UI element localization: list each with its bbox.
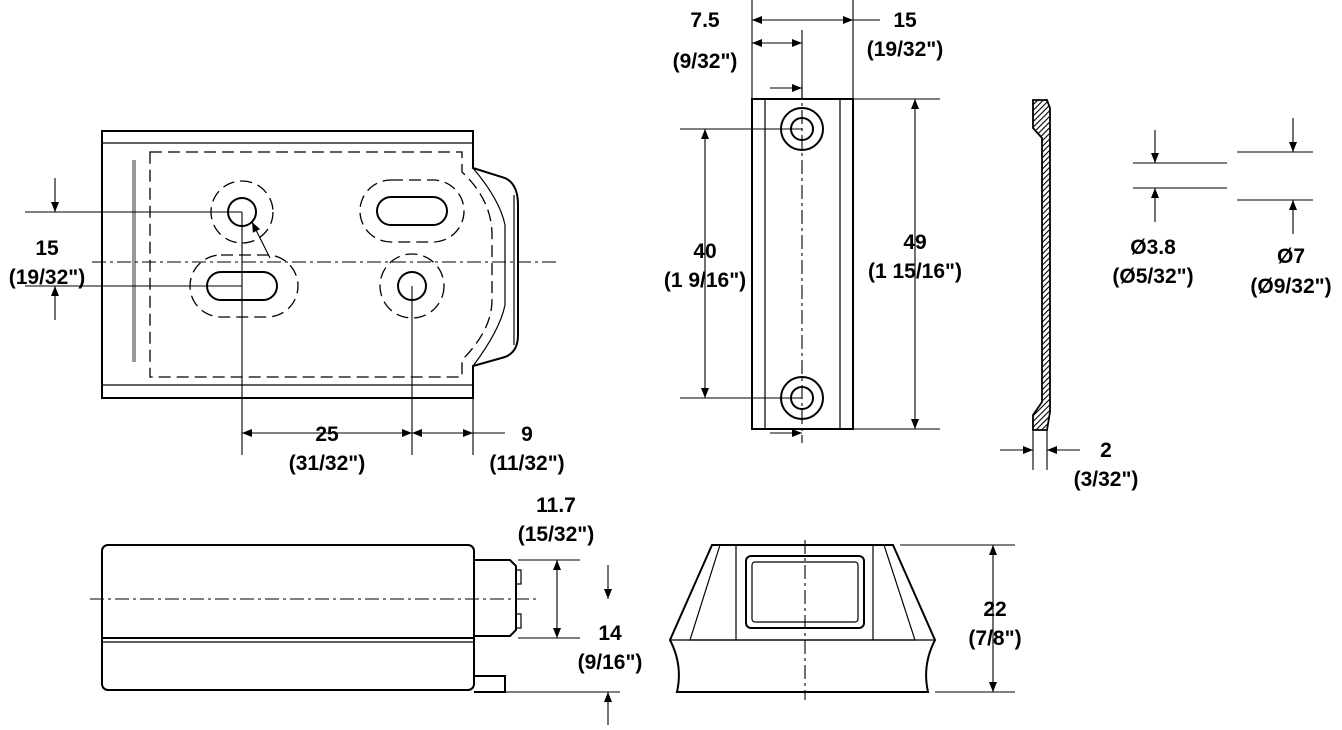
dim-7-5-mm: 7.5 — [690, 9, 720, 32]
dim-15-top-in: (19/32") — [867, 38, 944, 61]
end-view-outline — [668, 544, 937, 693]
top-view-outline — [101, 130, 519, 399]
side-elevation-body — [101, 544, 475, 691]
dim-49-in: (1 15/16") — [868, 260, 962, 283]
dim-7-5-in: (9/32") — [673, 50, 738, 73]
dim-25-in: (31/32") — [289, 452, 366, 475]
dim-2-mm: 2 — [1100, 439, 1112, 462]
top-view-hidden-outline — [149, 151, 493, 378]
side-section-hatched — [1032, 99, 1051, 431]
dim-dia-3-8-in: (Ø5/32") — [1112, 265, 1193, 288]
side-elevation-clip — [515, 613, 522, 629]
hole-diameter-callouts — [1133, 118, 1313, 234]
screw-hole-counterbore — [379, 253, 445, 319]
front-view — [680, 0, 940, 443]
dim-25-mm: 25 — [315, 423, 339, 446]
dim-40-mm: 40 — [693, 240, 716, 263]
leader-arrow — [251, 221, 271, 259]
top-view-tab — [472, 167, 506, 367]
slot-upper-right — [376, 196, 448, 226]
dim-15-top-mm: 15 — [893, 9, 917, 32]
side-elevation — [90, 544, 620, 725]
end-view-inner-edge — [689, 544, 916, 641]
top-view — [25, 130, 560, 455]
dim-dia-3-8-mm: Ø3.8 — [1130, 236, 1176, 259]
dim-dia-7-mm: Ø7 — [1277, 245, 1305, 268]
dim-22-mm: 22 — [983, 598, 1006, 621]
dim-2-in: (3/32") — [1074, 468, 1139, 491]
dim-40-in: (1 9/16") — [664, 269, 746, 292]
dim-49-mm: 49 — [903, 231, 926, 254]
side-elevation-foot — [474, 675, 506, 693]
dim-22-in: (7/8") — [968, 627, 1021, 650]
dim-9-mm: 9 — [521, 423, 533, 446]
side-section-view — [1000, 99, 1080, 470]
end-view — [668, 540, 1015, 700]
dim-14-mm: 14 — [598, 622, 622, 645]
slot-counterbore — [359, 179, 465, 243]
dim-15-in: (19/32") — [9, 266, 86, 289]
dim-15-mm: 15 — [35, 237, 59, 260]
dim-11-7-mm: 11.7 — [536, 494, 576, 517]
side-elevation-clip — [515, 569, 522, 585]
dim-9-in: (11/32") — [489, 452, 564, 475]
side-elevation-nose — [474, 559, 517, 637]
dim-14-in: (9/16") — [578, 651, 643, 674]
dim-dia-7-in: (Ø9/32") — [1250, 275, 1331, 298]
dim-11-7-in: (15/32") — [518, 523, 595, 546]
